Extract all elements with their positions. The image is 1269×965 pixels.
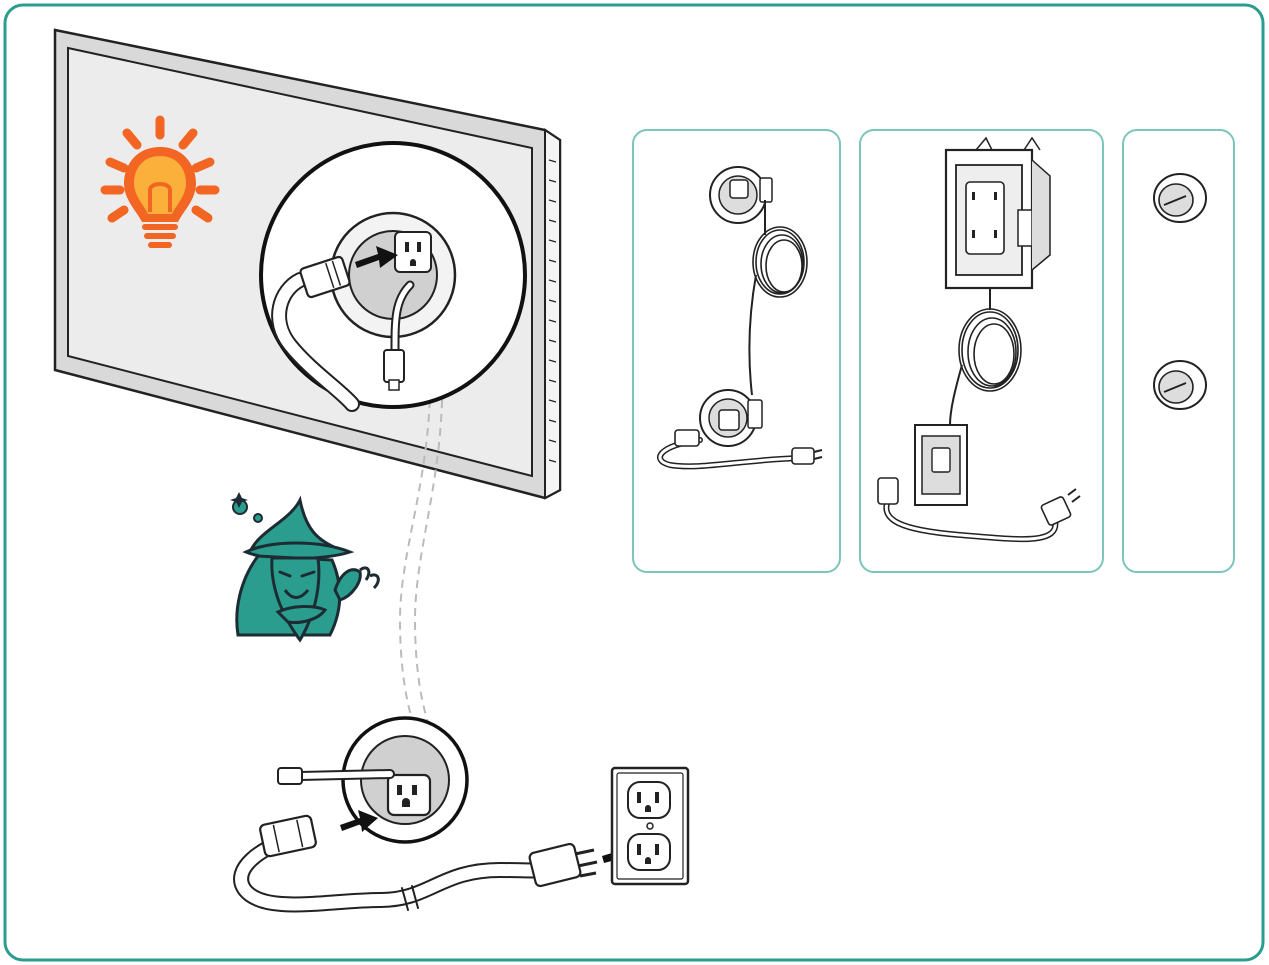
- wall-outlet-icon: [612, 768, 688, 884]
- in-wall-kit-panel: [633, 130, 840, 572]
- upper-receptacle-detail: [261, 143, 525, 407]
- grommet-top: [1154, 174, 1206, 222]
- cable-grommet-panel: [1123, 130, 1234, 572]
- recessed-box-kit-panel: [860, 130, 1103, 572]
- grommet-bottom: [1154, 361, 1206, 409]
